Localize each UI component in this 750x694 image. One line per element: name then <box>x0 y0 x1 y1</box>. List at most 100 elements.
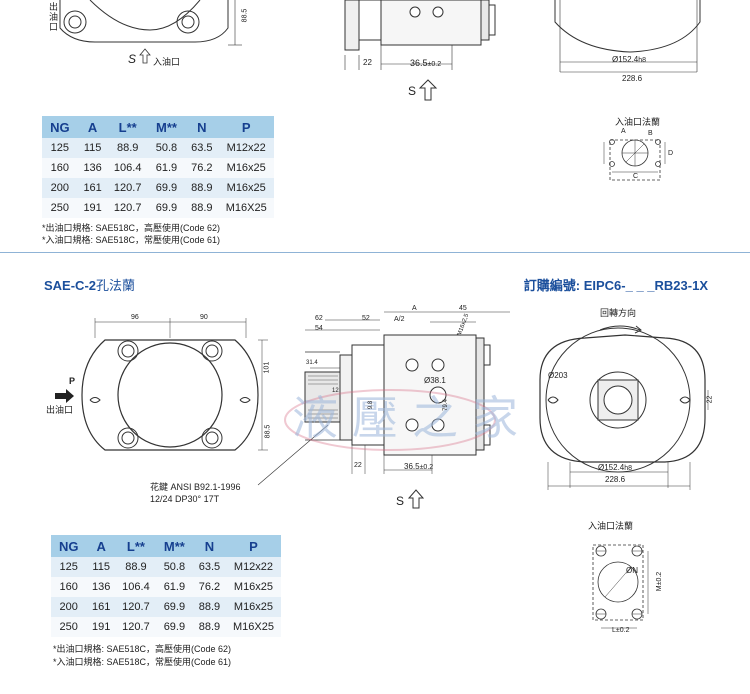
cell: 106.4 <box>115 577 156 597</box>
table1-note-2: *入油口規格: SAE518C，常壓使用(Code 61) <box>42 235 221 245</box>
cell: 69.9 <box>147 198 186 218</box>
dim-54: 54 <box>315 325 323 332</box>
cell: 115 <box>86 557 116 577</box>
col-ng: NG <box>51 535 87 557</box>
flange-m: M±0.2 <box>656 571 664 592</box>
dim-90: 90 <box>200 314 208 321</box>
top-s-label: S <box>128 52 137 66</box>
top-flange-A: A <box>621 128 626 135</box>
cell: 161 <box>77 178 108 198</box>
section2-title: SAE-C-2孔法蘭 <box>44 278 136 293</box>
col-p: P <box>218 116 274 138</box>
dim-96: 96 <box>131 314 139 321</box>
cell: 88.9 <box>115 557 156 577</box>
top-flange-D: D <box>668 150 674 157</box>
cell: 88.9 <box>192 597 226 617</box>
cell: 76.2 <box>192 577 226 597</box>
cell: 136 <box>77 158 108 178</box>
cell: M12x22 <box>225 557 281 577</box>
front-view <box>55 318 268 451</box>
flange-n: ØN <box>626 566 638 575</box>
cell: M16x25 <box>225 597 281 617</box>
top-flange-B: B <box>648 130 653 137</box>
up-arrow-icon <box>139 48 151 64</box>
dim-314: 31.4 <box>306 360 318 366</box>
col-l: L** <box>107 116 148 138</box>
col-m: M** <box>155 535 193 557</box>
cell: 88.9 <box>185 178 219 198</box>
dim-22-rear: 22 <box>706 395 714 404</box>
cell: 61.9 <box>155 577 193 597</box>
cell: 250 <box>42 198 78 218</box>
cell: 88.9 <box>107 138 148 158</box>
dim-d381: Ø38.1 <box>424 376 446 385</box>
dim-45: 45 <box>459 305 467 312</box>
cell: 125 <box>51 557 87 577</box>
col-n: N <box>192 535 226 557</box>
cell: M12x22 <box>218 138 274 158</box>
top-s-arrow-label: S <box>408 84 417 98</box>
spline-spec-1: 花鍵 ANSI B92.1-1996 <box>150 482 241 492</box>
cell: 63.5 <box>185 138 219 158</box>
cell: 120.7 <box>107 198 148 218</box>
dim-52: 52 <box>362 315 370 322</box>
dim-A2: A/2 <box>394 316 405 323</box>
dim-d1524: Ø152.4h8 <box>598 463 633 472</box>
top-flange-diagram <box>603 139 666 181</box>
outlet-label: 出油口 <box>46 405 74 415</box>
cell: 161 <box>86 597 116 617</box>
flange-diagram <box>592 544 649 629</box>
cell: 191 <box>77 198 108 218</box>
dim-62: 62 <box>315 315 323 322</box>
col-n: N <box>185 116 219 138</box>
dim-A: A <box>412 305 417 312</box>
outlet-p: P <box>69 376 76 386</box>
cell: 120.7 <box>115 597 156 617</box>
dim-d2286: 228.6 <box>605 475 626 484</box>
section-divider <box>0 252 750 253</box>
top-dim-1524: Ø152.4h8 <box>612 55 647 64</box>
dim-d203: Ø203 <box>548 371 568 380</box>
col-a: A <box>86 535 116 557</box>
cell: 115 <box>77 138 108 158</box>
cell: 106.4 <box>107 158 148 178</box>
col-l: L** <box>115 535 156 557</box>
top-flange-C: C <box>633 173 639 180</box>
dim-12: 12 <box>332 388 339 394</box>
cell: 136 <box>86 577 116 597</box>
top-dim-2286: 228.6 <box>622 74 643 83</box>
dim-365: 36.5±0.2 <box>404 462 434 471</box>
watermark-logo <box>284 389 496 451</box>
cell: 76.2 <box>185 158 219 178</box>
col-ng: NG <box>42 116 78 138</box>
cell: 250 <box>51 617 87 637</box>
flange-l: L±0.2 <box>612 627 630 634</box>
col-a: A <box>77 116 108 138</box>
s-arrow-label: S <box>396 494 405 508</box>
top-outlet-label: 出油口 <box>49 2 59 32</box>
cell: M16x25 <box>218 178 274 198</box>
top-inlet-flange-label: 入油口法蘭 <box>615 117 661 127</box>
cell: M16X25 <box>218 198 274 218</box>
rotation-direction: 回轉方向 <box>600 308 637 318</box>
cell: 61.9 <box>147 158 186 178</box>
dim-101: 101 <box>263 361 271 374</box>
table1-note-1: *出油口規格: SAE518C，高壓使用(Code 62) <box>42 223 221 233</box>
dim-794: 79.4 <box>442 399 449 411</box>
cell: 191 <box>86 617 116 637</box>
cell: M16X25 <box>225 617 281 637</box>
cell: 120.7 <box>107 178 148 198</box>
dim-98: 9.8 <box>368 400 375 410</box>
cell: 69.9 <box>155 597 193 617</box>
cell: 125 <box>42 138 78 158</box>
top-dim-22: 22 <box>363 58 372 67</box>
side-view <box>257 311 510 509</box>
cell: 200 <box>42 178 78 198</box>
